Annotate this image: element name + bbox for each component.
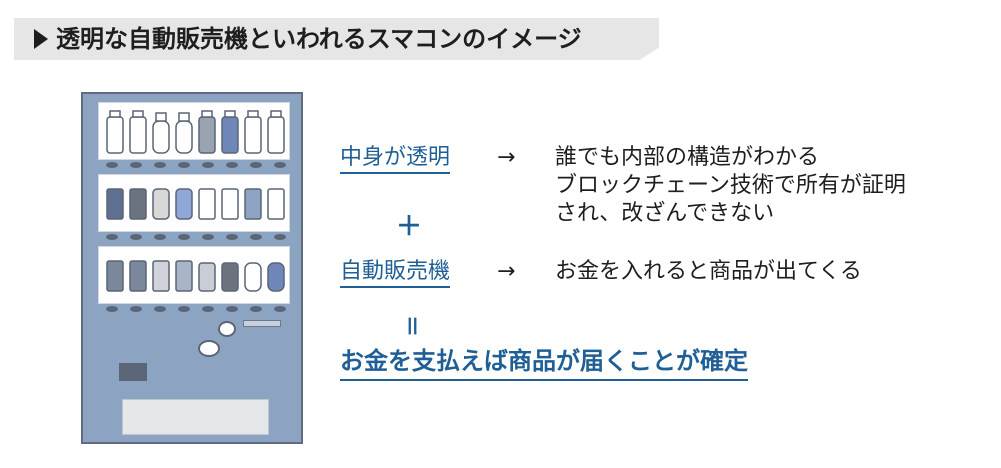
shelf-middle [98,174,290,232]
selection-buttons [106,162,286,168]
coin-icon [198,340,220,357]
product-outlet [122,399,269,435]
arrow-icon: → [497,145,516,170]
coin-icon [218,321,236,337]
coin-slot [243,320,281,327]
description-line: され、改ざんできない [555,201,775,226]
plus-sign: ＋ [396,212,423,242]
selection-buttons [106,234,286,240]
title-banner: 透明な自動販売機といわれるスマコンのイメージ [14,18,659,60]
description-line: お金を入れると商品が出てくる [555,259,862,284]
arrow-icon: → [497,259,516,284]
term-transparent: 中身が透明 [340,144,451,174]
description-line: 誰でも内部の構造がわかる [555,145,820,170]
shelf-top [98,102,290,160]
triangle-arrow-icon [34,29,48,49]
vending-machine-illustration [81,92,303,444]
term-vending-machine: 自動販売機 [340,258,451,288]
can-row-icon [106,188,285,220]
selection-buttons [106,306,286,312]
page-title: 透明な自動販売機といわれるスマコンのイメージ [56,25,582,53]
drink-row-icon [106,260,285,292]
bottle-row-icon [106,110,285,154]
description-line: ブロックチェーン技術で所有が証明 [555,173,906,198]
conclusion-text: お金を支払えば商品が届くことが確定 [340,346,748,381]
shelf-bottom [98,246,290,304]
coin-return-slot [119,363,147,381]
equals-sign: ＝ [398,314,424,338]
